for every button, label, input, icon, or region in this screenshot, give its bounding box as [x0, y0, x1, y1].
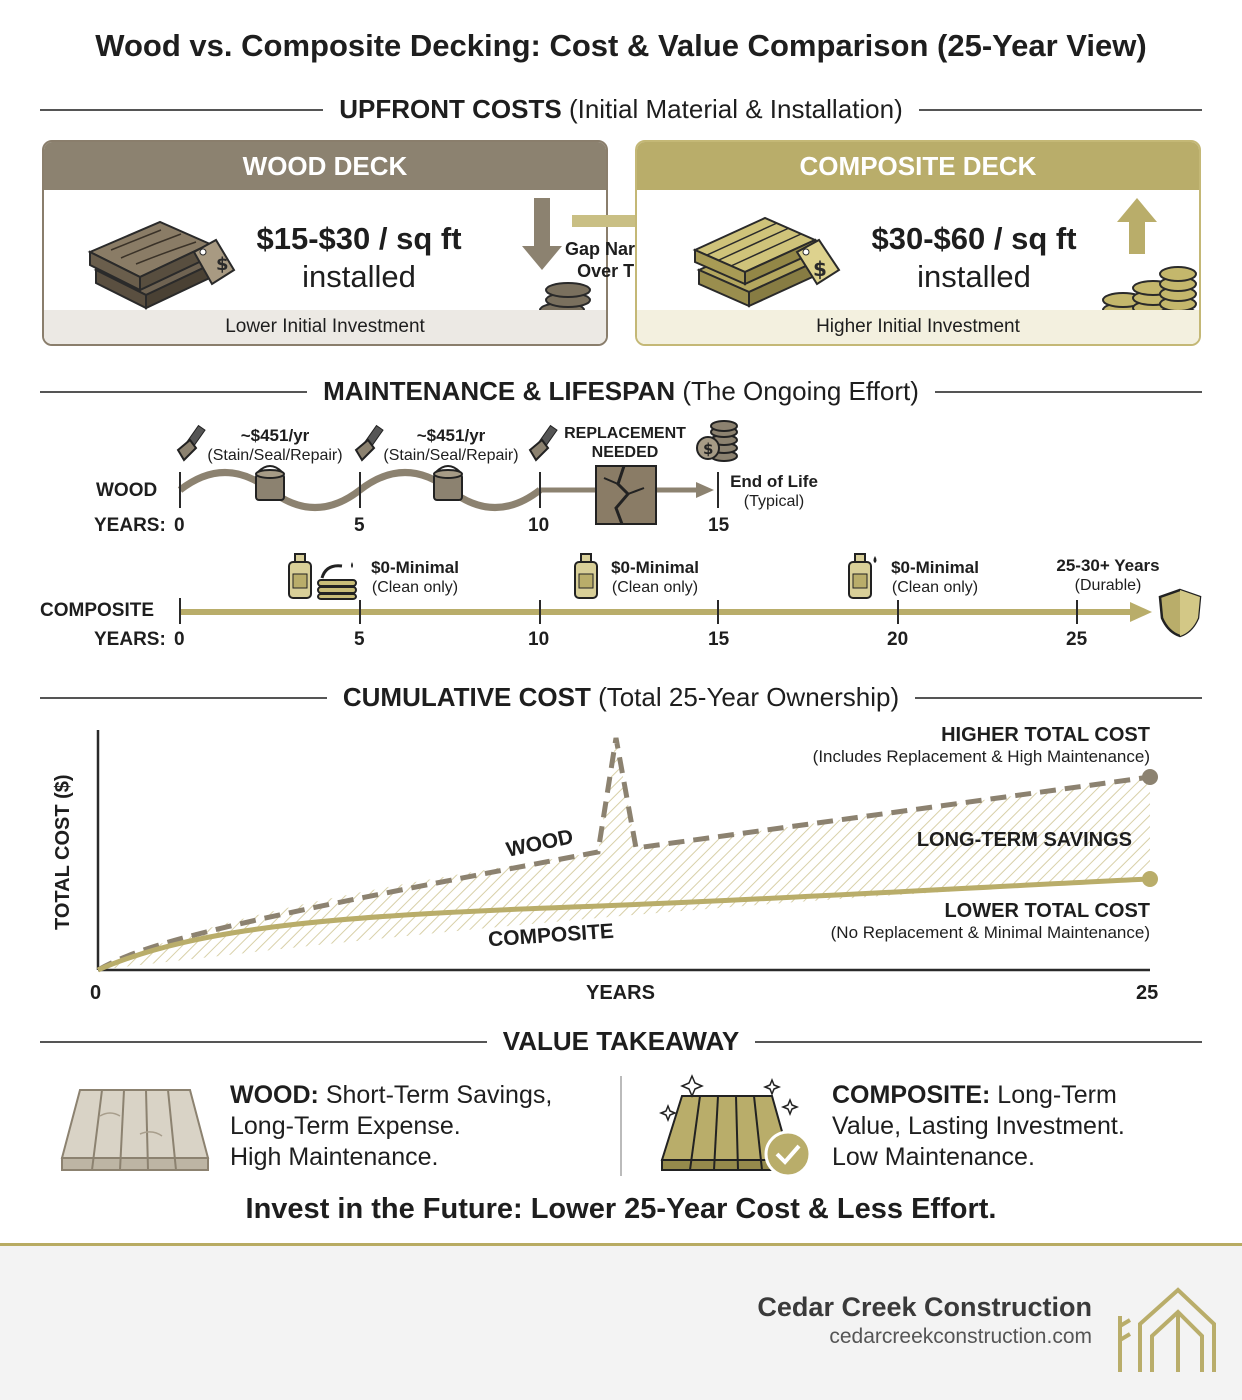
wood-years-label: YEARS: — [94, 515, 166, 536]
composite-cost-3: $0-Minimal(Clean only) — [891, 558, 979, 596]
footer-band — [0, 1243, 1242, 1400]
cleaner-bottle-icon — [846, 552, 880, 605]
composite-boards-icon: $ — [689, 200, 859, 325]
paintbrush-icon — [350, 424, 390, 469]
wood-cost-2: ~$451/yr(Stain/Seal/Repair) — [383, 426, 519, 464]
svg-text:$: $ — [703, 440, 713, 458]
wood-tick-label: 5 — [354, 515, 365, 536]
svg-text:$: $ — [216, 254, 229, 275]
cleaner-bottle-icon — [572, 552, 600, 605]
takeaway-section-heading: VALUE TAKEAWAY — [40, 1026, 1202, 1057]
shield-icon — [1158, 588, 1202, 643]
wood-price: $15-$30 / sq ft installed — [256, 221, 462, 294]
brand-url[interactable]: cedarcreekconstruction.com — [829, 1325, 1092, 1348]
composite-tick-label: 0 — [174, 629, 185, 650]
weathered-wood-deck-icon — [60, 1086, 210, 1179]
composite-cost-2: $0-Minimal(Clean only) — [611, 558, 699, 596]
composite-deck-card: COMPOSITE DECK $ $30-$60 / sq ft install… — [635, 140, 1201, 346]
durable-label: 25-30+ Years(Durable) — [1056, 556, 1160, 594]
takeaway-divider — [620, 1076, 622, 1176]
cumulative-cost-chart — [96, 730, 1158, 973]
wood-deck-card: WOOD DECK $ $15-$30 / sq ft installed — [42, 140, 608, 346]
brand-block: Cedar Creek Construction cedarcreekconst… — [757, 1292, 1092, 1349]
composite-card-footer: Higher Initial Investment — [637, 310, 1199, 344]
house-logo-icon — [1116, 1284, 1218, 1381]
cleaner-bottle-icon — [286, 552, 314, 605]
higher-total-cost-note: HIGHER TOTAL COST (Includes Replacement … — [812, 724, 1150, 766]
cracked-board-icon — [594, 464, 658, 531]
paintbrush-icon — [524, 424, 564, 469]
composite-timeline-label: COMPOSITE — [40, 600, 155, 621]
coin-stack-icon: $ — [694, 420, 740, 469]
chart-x-start: 0 — [90, 982, 102, 1004]
maintenance-section-heading: MAINTENANCE & LIFESPAN (The Ongoing Effo… — [40, 376, 1203, 407]
composite-tick-label: 10 — [528, 629, 550, 650]
wood-tick-label: 15 — [708, 515, 730, 536]
cumulative-section-heading: CUMULATIVE COST (Total 25-Year Ownership… — [40, 682, 1203, 713]
paintbrush-icon — [172, 424, 212, 469]
lower-total-cost-note: LOWER TOTAL COST (No Replacement & Minim… — [830, 900, 1150, 942]
wood-deck-title: WOOD DECK — [44, 142, 606, 190]
composite-price: $30-$60 / sq ft installed — [871, 221, 1077, 294]
paint-can-icon — [252, 464, 288, 509]
wood-cost-1: ~$451/yr(Stain/Seal/Repair) — [207, 426, 343, 464]
composite-tick-label: 25 — [1066, 629, 1088, 650]
composite-cost-1: $0-Minimal(Clean only) — [371, 558, 459, 596]
end-of-life-label: End of Life(Typical) — [730, 472, 818, 510]
wood-card-footer: Lower Initial Investment — [44, 310, 606, 344]
composite-years-label: YEARS: — [94, 629, 166, 650]
chart-x-axis-label: YEARS — [586, 982, 655, 1004]
paint-can-icon — [430, 464, 466, 509]
wood-takeaway-text: WOOD: Short-Term Savings, Long-Term Expe… — [230, 1081, 553, 1171]
composite-tick-label: 15 — [708, 629, 730, 650]
hose-icon — [316, 558, 360, 605]
upfront-section-heading: UPFRONT COSTS (Initial Material & Instal… — [40, 94, 1202, 125]
composite-takeaway-text: COMPOSITE: Long-Term Value, Lasting Inve… — [832, 1081, 1125, 1171]
page-title: Wood vs. Composite Decking: Cost & Value… — [95, 28, 1147, 63]
brand-name: Cedar Creek Construction — [757, 1292, 1092, 1322]
composite-tick-label: 5 — [354, 629, 365, 650]
wood-timeline-label: WOOD — [96, 480, 158, 501]
chart-x-end: 25 — [1136, 982, 1159, 1004]
composite-deck-title: COMPOSITE DECK — [637, 142, 1199, 190]
wood-planks-icon: $ — [66, 200, 236, 325]
composite-tick-label: 20 — [887, 629, 909, 650]
svg-text:$: $ — [813, 257, 827, 281]
wood-tick-label: 10 — [528, 515, 550, 536]
maintenance-timelines — [177, 469, 1152, 624]
long-term-savings-label: LONG-TERM SAVINGS — [916, 829, 1132, 851]
composite-deck-check-icon — [656, 1074, 816, 1183]
bottom-line-message: Invest in the Future: Lower 25-Year Cost… — [245, 1193, 997, 1225]
wood-tick-label: 0 — [174, 515, 185, 536]
chart-y-axis-label: TOTAL COST ($) — [52, 774, 74, 930]
